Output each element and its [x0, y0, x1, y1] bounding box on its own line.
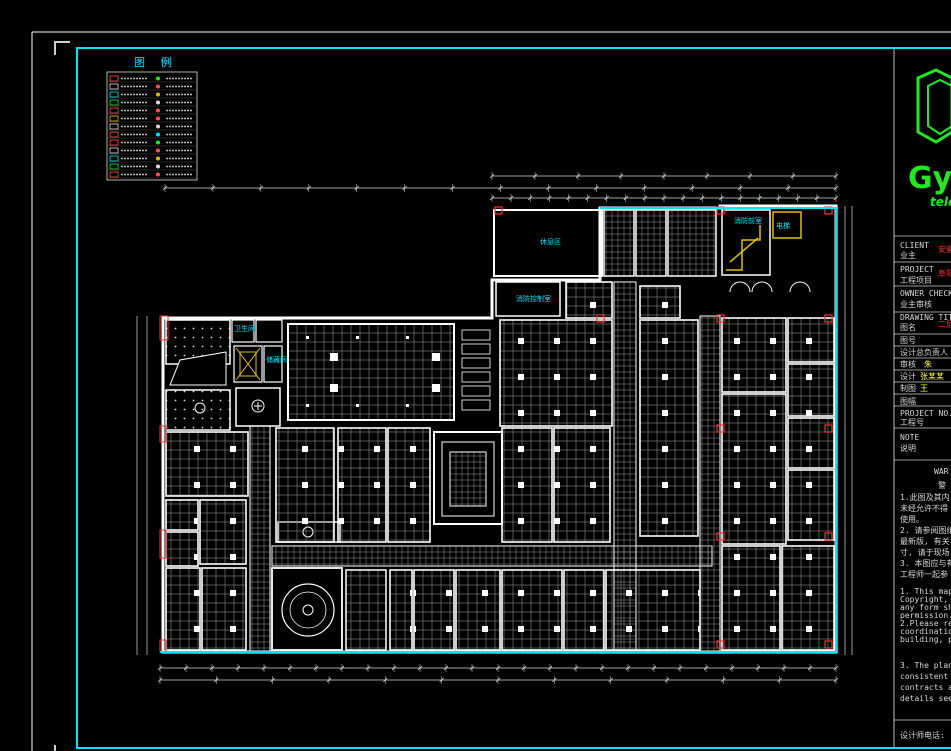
designer-phone-label: 设计师电话: [900, 730, 945, 740]
warning-heading: WAR [934, 467, 949, 476]
legend: 图 例 [106, 55, 198, 181]
designer-lead-label: 设计总负责人 [900, 347, 948, 357]
floor-plan: 休息区 消防前室 电梯 消防控制室 卫生间 [159, 204, 838, 654]
note-line-en: any form shall [900, 603, 951, 612]
note-line: 使用。 [900, 514, 924, 524]
drawing-number-label: 图号 [900, 336, 916, 345]
sheet-size-label: 图幅 [900, 396, 916, 406]
room-label: 休息区 [540, 237, 561, 246]
note-line: 1.此图及其内 [900, 492, 950, 502]
note-line-en: 2.Please refer to [900, 619, 951, 628]
company-logo-sub: tele [930, 195, 951, 209]
client-label-cn: 业主 [900, 250, 916, 260]
note-line: 未经允许不得 [900, 503, 948, 513]
dimension-lines-bottom [160, 667, 836, 681]
plan-note-line: contracts an [900, 683, 951, 692]
project-no-label-cn: 工程号 [900, 418, 924, 427]
design-label: 设计 [900, 371, 916, 381]
owner-checked-label: OWNER CHECKED [900, 289, 951, 298]
note-line: 最新版, 有关 [900, 536, 950, 546]
warning-heading-cn: 警 [938, 480, 946, 490]
legend-title: 图 例 [134, 55, 178, 69]
design-value: 张某某 [920, 372, 944, 381]
note-line-en: coordination of all [900, 627, 951, 636]
note-line-en: building, please refer [900, 635, 951, 644]
room-label: 电梯 [776, 221, 790, 230]
title-block: Gy tele CLIENT 业主 安徽 PROJECT [894, 68, 951, 740]
note-label-cn: 说明 [900, 443, 916, 453]
note-line: 工程师一起参 [900, 569, 948, 579]
project-label-cn: 工程项目 [900, 276, 932, 285]
room-label: 消防控制室 [516, 294, 551, 303]
note-line: 寸, 请于现场 [900, 547, 950, 557]
outer-frame [31, 31, 951, 751]
drawing-border [76, 47, 951, 749]
review-label: 审核 [900, 359, 916, 369]
room-label: 储藏间 [266, 355, 287, 364]
drawing-title-label: DRAWING TITLE [900, 313, 951, 322]
room-label: 消防前室 [734, 216, 762, 225]
note-line: 3. 本图应与有 [900, 558, 951, 568]
note-line: 2. 请参阅图纸 [900, 525, 951, 535]
note-line-en: permission. [900, 611, 951, 620]
plan-note-line: details see [900, 694, 951, 703]
logo-mark-icon [916, 68, 951, 144]
drawing-title-label-cn: 图名 [900, 322, 916, 332]
project-label: PROJECT [900, 265, 934, 274]
company-logo: Gy [908, 161, 951, 196]
project-no-label: PROJECT NO. [900, 409, 951, 418]
draw-label: 制图 [900, 383, 916, 393]
plan-note-line: 3. The plan [900, 661, 951, 670]
drawing-title-value: 二层 [938, 320, 951, 329]
client-label: CLIENT [900, 241, 929, 250]
project-value: 阜阳 [938, 268, 951, 278]
client-value: 安徽 [938, 244, 951, 254]
note-line-en: 1. This map and [900, 587, 951, 596]
cursor-corner-icon [54, 41, 70, 55]
note-line-en: Copyright, with [900, 595, 951, 604]
room-label: 卫生间 [234, 324, 255, 333]
owner-checked-label-cn: 业主审核 [900, 299, 932, 309]
draw-value: 王 [920, 384, 928, 393]
review-value: 朱 [924, 359, 932, 369]
plan-note-line: consistent w [900, 672, 951, 681]
dimension-lines-side [136, 206, 853, 655]
note-label: NOTE [900, 433, 919, 442]
